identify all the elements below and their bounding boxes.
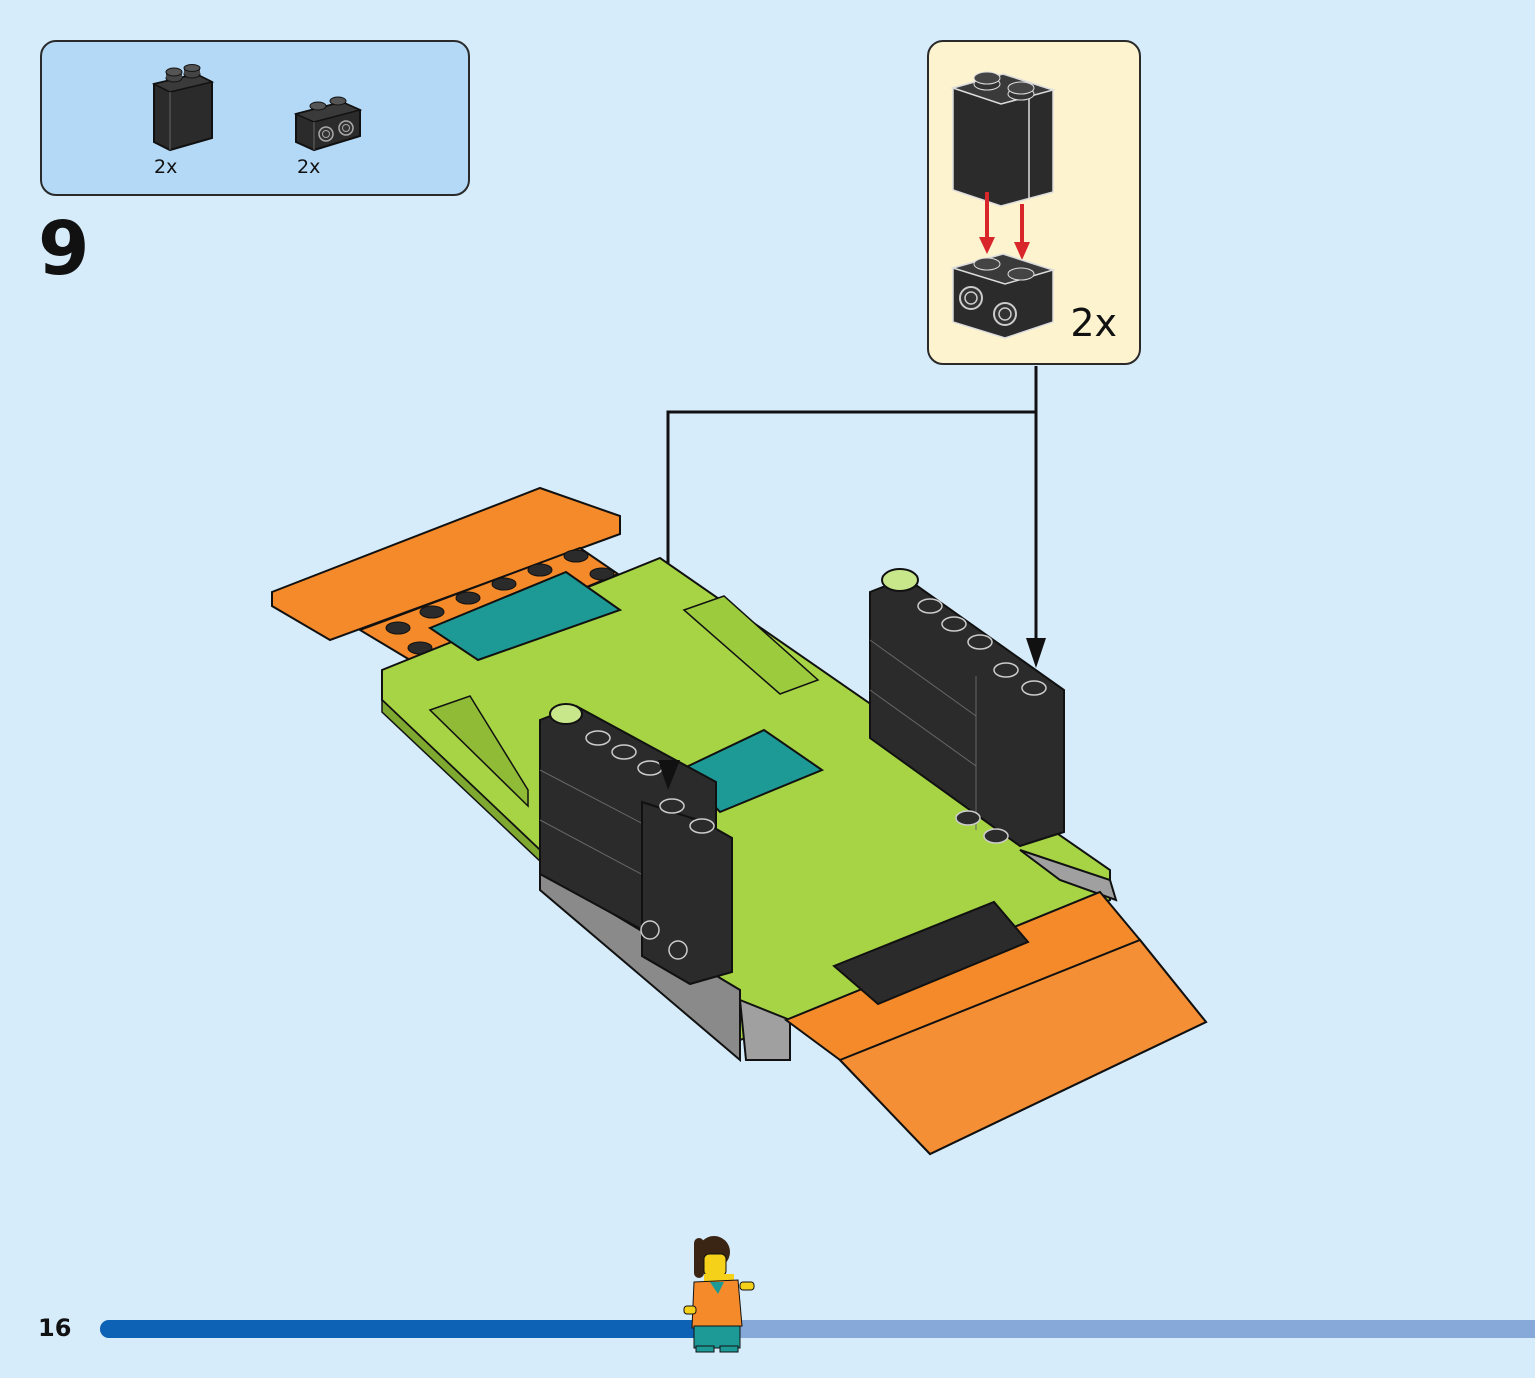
page-number: 16 — [38, 1314, 72, 1342]
right-black-wall — [869, 576, 1065, 848]
rear-orange-wing — [271, 486, 621, 642]
teal-tile-center — [678, 728, 825, 814]
step-number: 9 — [38, 206, 90, 292]
parts-list-box: 2x 2x — [40, 40, 470, 196]
tall-brick-part-icon — [151, 64, 215, 152]
teal-tile-rear — [427, 570, 623, 662]
black-slope — [832, 900, 1030, 1006]
part-qty-1: 2x — [154, 156, 178, 178]
minifigure-icon — [683, 1236, 755, 1353]
left-black-wall — [539, 704, 717, 972]
progress-bar — [100, 1320, 1535, 1338]
subassembly-illustration — [950, 71, 1056, 339]
part-qty-2: 2x — [297, 156, 321, 178]
front-orange-ramp — [783, 890, 1208, 1156]
lime-base-plate — [381, 556, 1111, 1042]
progress-bar-fill — [100, 1320, 703, 1338]
callout-qty: 2x — [1070, 301, 1117, 345]
connector-line — [666, 366, 1038, 770]
side-stud-brick-part-icon — [293, 96, 363, 152]
subassembly-callout: 2x — [927, 40, 1141, 365]
